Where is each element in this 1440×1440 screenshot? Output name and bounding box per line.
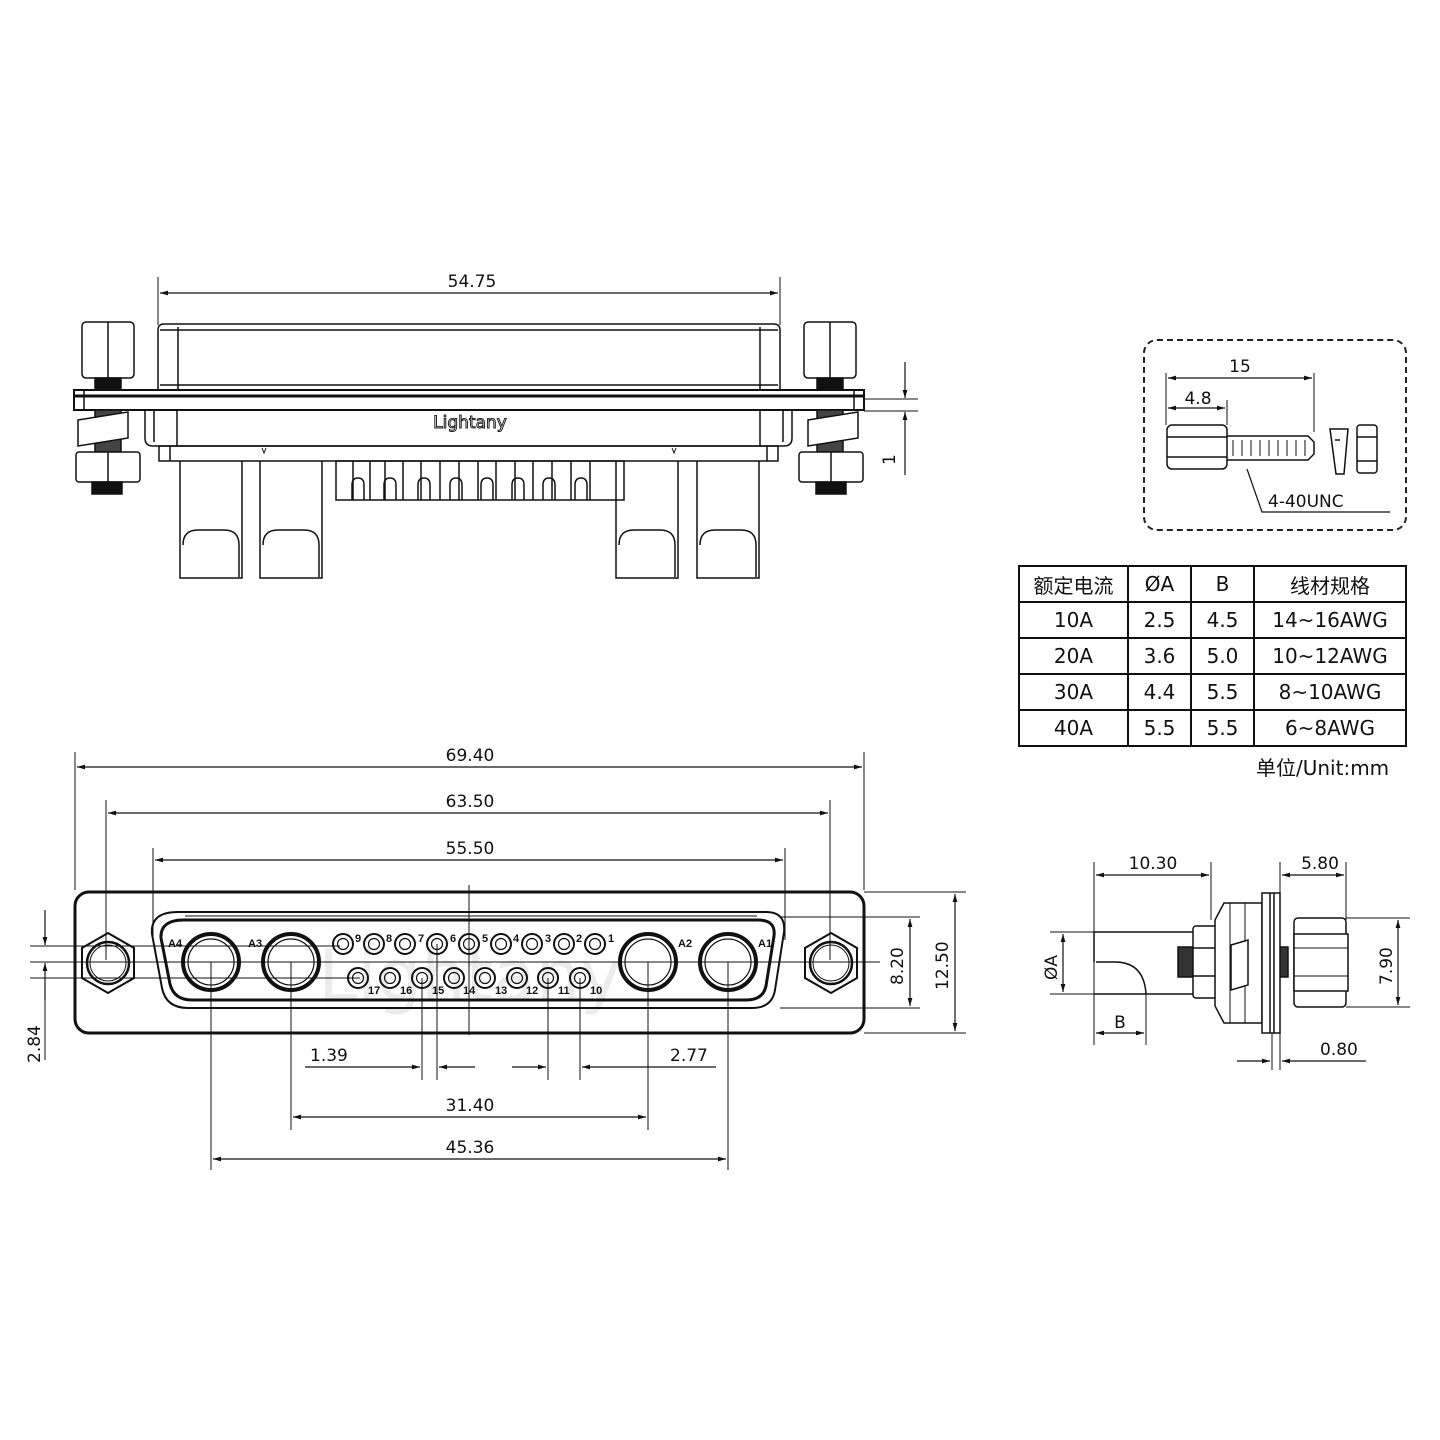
dim-nut-length: 5.80	[1301, 854, 1339, 874]
cell-b: 4.5	[1190, 601, 1255, 639]
contact-label-a1: A1	[758, 938, 772, 950]
table-row: 20A 3.6 5.0 10~12AWG	[1018, 637, 1407, 675]
dim-overall-shell: 54.75	[448, 272, 497, 292]
pin-label-6: 6	[450, 933, 456, 945]
pin-label-8: 8	[386, 933, 392, 945]
dim-nut-height: 7.90	[1377, 947, 1397, 985]
pin-label-1: 1	[608, 933, 614, 945]
dim-screw-head: 4.8	[1184, 389, 1211, 409]
dim-power-inner-pitch: 31.40	[446, 1096, 495, 1116]
cell-dia-a: 5.5	[1127, 709, 1192, 747]
dim-screw-length: 15	[1229, 357, 1251, 377]
dim-signal-pitch-left: 1.39	[310, 1046, 348, 1066]
dim-power-outer-pitch: 45.36	[446, 1138, 495, 1158]
dim-dia-a: ØA	[1042, 955, 1062, 980]
thread-spec-label: 4-40UNC	[1268, 492, 1344, 512]
pin-label-10: 10	[590, 985, 602, 997]
dim-mounting-pitch: 63.50	[446, 792, 495, 812]
pin-label-5: 5	[482, 933, 488, 945]
header-b: B	[1190, 565, 1255, 603]
cell-b: 5.0	[1190, 637, 1255, 675]
pin-label-17: 17	[368, 985, 380, 997]
dim-panel-thickness: 0.80	[1320, 1040, 1358, 1060]
pin-label-3: 3	[545, 933, 551, 945]
pin-label-14: 14	[463, 985, 476, 997]
dim-shell-width: 55.50	[446, 839, 495, 859]
cell-b: 5.5	[1190, 709, 1255, 747]
power-pins-top	[179, 461, 760, 579]
dim-overall-height: 12.50	[933, 941, 953, 990]
spec-table-header: 额定电流 ØA B 线材规格	[1018, 565, 1407, 603]
pin-label-16: 16	[400, 985, 412, 997]
cell-wire: 10~12AWG	[1253, 637, 1407, 675]
pin-label-2: 2	[576, 933, 582, 945]
contact-label-a4: A4	[168, 938, 183, 950]
side-view: 10.30 5.80 ØA B	[1042, 854, 1410, 1070]
header-dia-a: ØA	[1127, 565, 1192, 603]
contact-label-a2: A2	[678, 938, 692, 950]
cell-wire: 6~8AWG	[1253, 709, 1407, 747]
cell-b: 5.5	[1190, 673, 1255, 711]
mounting-hole-left	[81, 931, 135, 995]
dim-hole-offset: 2.84	[25, 1025, 45, 1063]
pin-label-9: 9	[355, 933, 361, 945]
cell-wire: 14~16AWG	[1253, 601, 1407, 639]
cell-dia-a: 4.4	[1127, 673, 1192, 711]
cell-current: 20A	[1018, 637, 1129, 675]
jackscrew-right	[798, 321, 864, 495]
spec-table: 额定电流 ØA B 线材规格 10A 2.5 4.5 14~16AWG 20A …	[1018, 565, 1407, 747]
dim-b: B	[1114, 1013, 1126, 1033]
pin-label-4: 4	[513, 933, 520, 945]
pin-label-15: 15	[432, 985, 444, 997]
brand-label: Lightany	[433, 413, 507, 433]
front-view: Lightany 69.40 63.50 55.50	[25, 746, 966, 1170]
signal-contacts-top-row	[332, 933, 606, 955]
table-row: 10A 2.5 4.5 14~16AWG	[1018, 601, 1407, 639]
cell-dia-a: 2.5	[1127, 601, 1192, 639]
jackscrew-left	[75, 321, 141, 495]
dim-signal-pitch-right: 2.77	[670, 1046, 708, 1066]
mounting-hole-right	[804, 931, 858, 995]
cell-current: 30A	[1018, 673, 1129, 711]
pin-label-7: 7	[418, 933, 424, 945]
unit-label: 单位/Unit:mm	[1256, 756, 1390, 780]
cell-current: 40A	[1018, 709, 1129, 747]
dim-inner-height: 8.20	[888, 947, 908, 985]
pin-label-13: 13	[495, 985, 507, 997]
cell-wire: 8~10AWG	[1253, 673, 1407, 711]
header-rated-current: 额定电流	[1018, 565, 1129, 603]
pin-label-12: 12	[526, 985, 538, 997]
table-row: 30A 4.4 5.5 8~10AWG	[1018, 673, 1407, 711]
header-wire-spec: 线材规格	[1253, 565, 1407, 603]
pin-label-11: 11	[558, 985, 570, 997]
screw-detail-frame	[1143, 339, 1407, 531]
signal-pins-top	[335, 460, 625, 501]
dim-flange-thickness: 1	[880, 454, 900, 465]
screw-detail: 15 4.8 4-40UNC	[1165, 357, 1390, 513]
contact-label-a3: A3	[248, 938, 262, 950]
cell-current: 10A	[1018, 601, 1129, 639]
dim-contact-length: 10.30	[1129, 854, 1178, 874]
cell-dia-a: 3.6	[1127, 637, 1192, 675]
top-view: 54.75 Lightany	[73, 272, 918, 579]
dim-overall-width: 69.40	[446, 746, 495, 766]
table-row: 40A 5.5 5.5 6~8AWG	[1018, 709, 1407, 747]
signal-contacts-bottom-row	[347, 967, 591, 989]
